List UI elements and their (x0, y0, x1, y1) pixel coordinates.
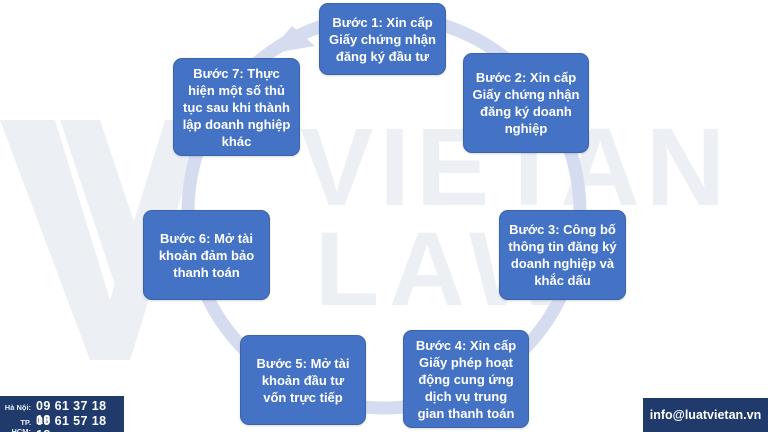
step-3-box: Bước 3: Công bố thông tin đăng ký doanh … (499, 210, 626, 300)
cycle-arrowhead-icon (268, 26, 315, 54)
hcm-label: TP. HCM: (11, 418, 32, 432)
step-7-label: Bước 7: Thực hiện một số thủ tục sau khi… (182, 65, 291, 149)
hanoi-phone[interactable]: 09 61 37 18 18 (36, 399, 107, 427)
step-6-box: Bước 6: Mở tài khoản đảm bảo thanh toán (143, 210, 270, 300)
step-4-box: Bước 4: Xin cấp Giấy phép hoạt động cung… (403, 330, 529, 428)
hcm-contact-row: TP. HCM: 09 61 57 18 18 (4, 414, 119, 432)
step-5-label: Bước 5: Mở tài khoản đầu tư vốn trực tiế… (256, 355, 350, 405)
hanoi-label: Hà Nội: (4, 403, 32, 412)
step-2-box: Bước 2: Xin cấp Giấy chứng nhận đăng ký … (463, 53, 589, 153)
vietan-logo-mark (0, 120, 205, 360)
step-2-label: Bước 2: Xin cấp Giấy chứng nhận đăng ký … (472, 70, 580, 136)
step-1-label: Bước 1: Xin cấp Giấy chứng nhận đăng ký … (329, 14, 436, 64)
hcm-phone[interactable]: 09 61 57 18 18 (36, 414, 107, 432)
hanoi-contact-row: Hà Nội: 09 61 37 18 18 (4, 399, 119, 427)
phone-contact-box: Hà Nội: 09 61 37 18 18 TP. HCM: 09 61 57… (0, 396, 124, 432)
step-3-label: Bước 3: Công bố thông tin đăng ký doanh … (508, 222, 617, 288)
step-5-box: Bước 5: Mở tài khoản đầu tư vốn trực tiế… (240, 335, 366, 425)
step-4-label: Bước 4: Xin cấp Giấy phép hoạt động cung… (415, 337, 517, 421)
step-6-label: Bước 6: Mở tài khoản đảm bảo thanh toán (158, 230, 255, 280)
email-contact-box: info@luatvietan.vn (643, 398, 768, 432)
step-7-box: Bước 7: Thực hiện một số thủ tục sau khi… (173, 58, 300, 156)
step-1-box: Bước 1: Xin cấp Giấy chứng nhận đăng ký … (319, 3, 446, 75)
email-link[interactable]: info@luatvietan.vn (649, 408, 762, 422)
